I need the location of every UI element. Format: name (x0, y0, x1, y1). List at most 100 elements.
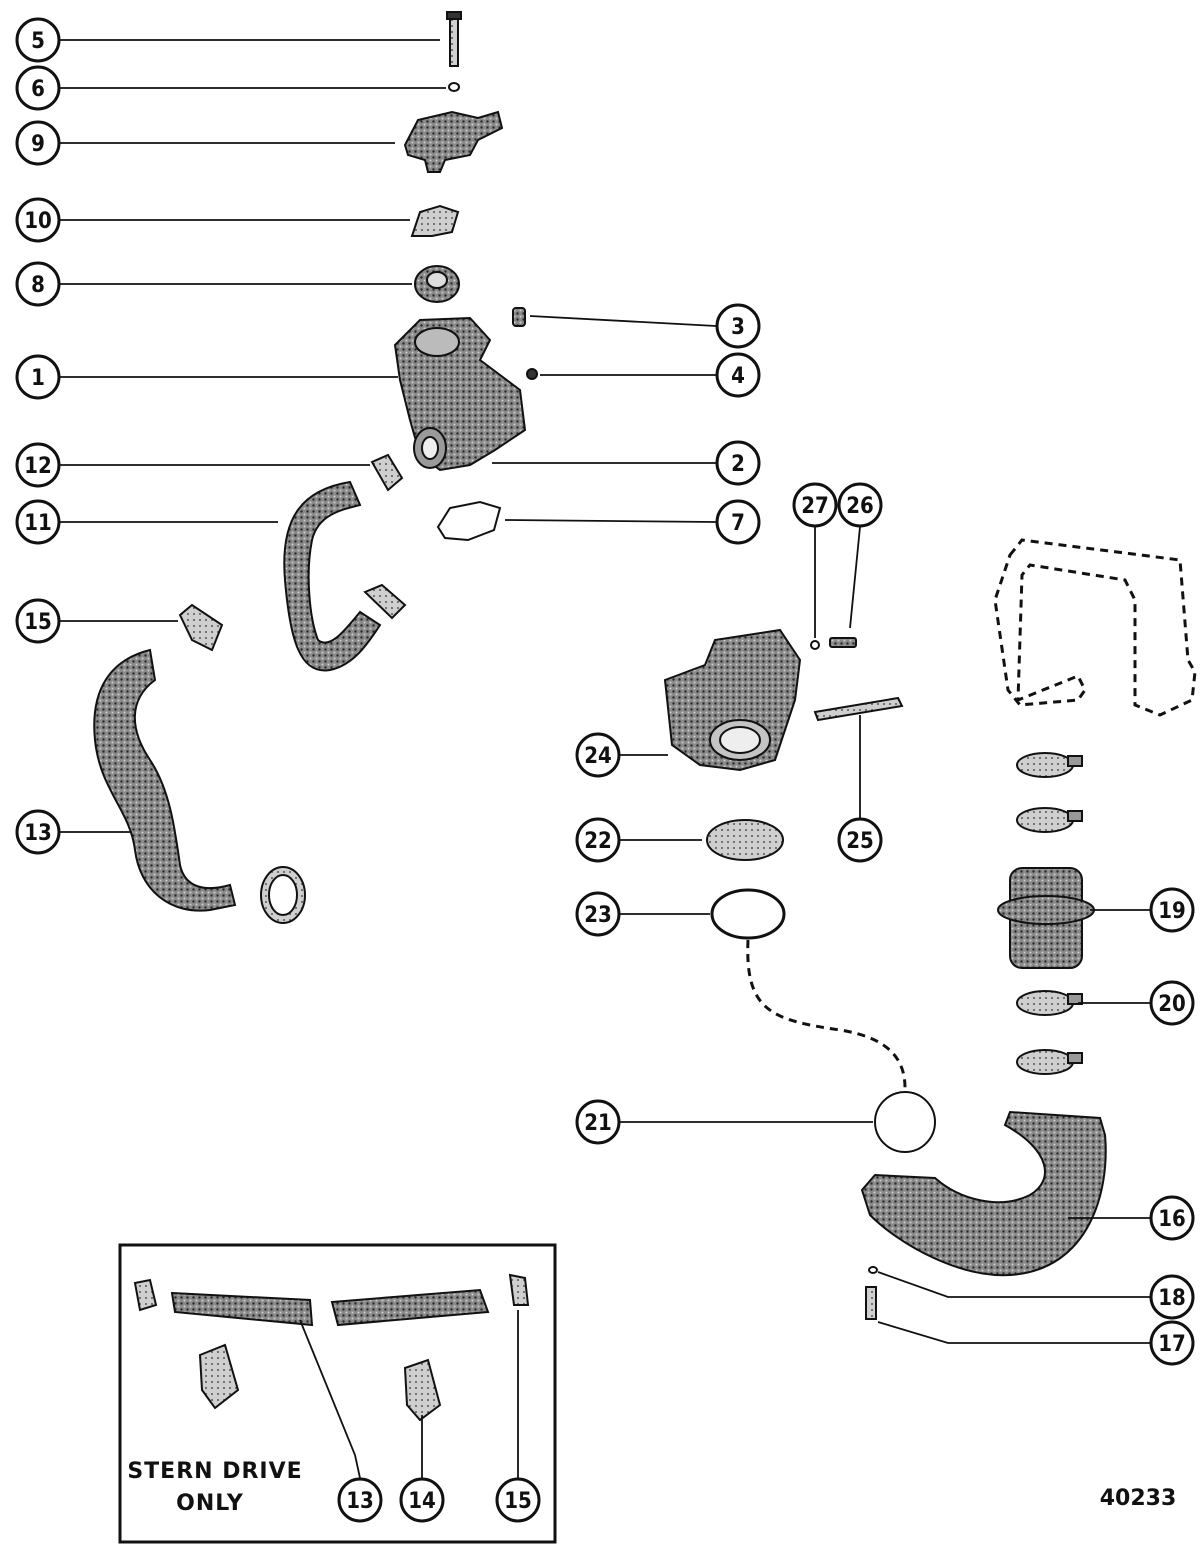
callout-label: 25 (846, 829, 874, 854)
callout-circle (1149, 887, 1195, 933)
callout-19: 19 (1149, 887, 1195, 933)
part-23-21-dashed-lead (746, 939, 907, 1089)
callout-circle (15, 354, 61, 400)
part-7-gasket (436, 500, 502, 542)
leader-line-7 (504, 519, 717, 523)
callout-27: 27 (792, 482, 838, 528)
callout-label: 10 (24, 209, 52, 234)
callout-circle (15, 809, 61, 855)
part-8-thermostat (414, 265, 460, 303)
part-clamp-right-1 (1016, 752, 1083, 778)
callout-label: 15 (24, 610, 52, 635)
callout-7: 7 (715, 499, 761, 545)
part-23-gasket (710, 888, 786, 940)
part-clamp-right-4 (1016, 1049, 1083, 1075)
part-15-hose-clamp (178, 603, 224, 652)
callout-circle (715, 440, 761, 486)
part-6-washer (448, 82, 460, 92)
callout-circle (15, 120, 61, 166)
callout-4: 4 (715, 352, 761, 398)
callout-circle (575, 1099, 621, 1145)
callout-14: 14 (399, 1477, 445, 1523)
callout-5: 5 (15, 17, 61, 63)
callout-circle (792, 482, 838, 528)
part-19-bellows (997, 867, 1095, 969)
callout-17: 17 (1149, 1320, 1195, 1366)
callout-circle (15, 598, 61, 644)
callout-20: 20 (1149, 980, 1195, 1026)
part-5-bolt (446, 11, 462, 67)
callout-label: 22 (584, 829, 612, 854)
callout-label: 18 (1158, 1286, 1186, 1311)
callout-label: 11 (24, 511, 52, 536)
callout-label: 15 (504, 1489, 532, 1514)
part-10-gasket (410, 204, 460, 237)
part-26-bolt (829, 637, 857, 648)
callout-label: 14 (408, 1489, 436, 1514)
inset-box (118, 1243, 557, 1544)
part-25-stud (813, 696, 904, 722)
callout-6: 6 (15, 65, 61, 111)
part-9-housing-cover (403, 110, 504, 173)
callout-circle (15, 197, 61, 243)
leader-lines (60, 39, 1150, 1479)
callout-3: 3 (715, 303, 761, 349)
callout-8: 8 (15, 261, 61, 307)
callout-circle (575, 891, 621, 937)
part-27-washer (810, 640, 820, 650)
part-4-nut (526, 368, 538, 380)
part-17-bolt (865, 1286, 877, 1320)
callout-label: 12 (24, 454, 52, 479)
callout-1: 1 (15, 354, 61, 400)
part-3-plug (512, 307, 526, 327)
dashed-outline-engine (993, 538, 1197, 717)
callout-label: 5 (31, 29, 45, 54)
callout-label: 4 (731, 364, 745, 389)
callout-label: 1 (31, 366, 45, 391)
callout-circle (15, 65, 61, 111)
callout-label: 6 (31, 77, 45, 102)
part-12-hose-clamp (370, 453, 404, 492)
part-clamp-right-2 (1016, 807, 1083, 833)
part-20-hose-clamp (1016, 990, 1083, 1016)
callout-circle (15, 499, 61, 545)
part-11-clamp-lower (363, 583, 407, 620)
callout-15: 15 (15, 598, 61, 644)
callout-24: 24 (575, 732, 621, 778)
inset-label-line-1: STERN DRIVE (127, 1459, 302, 1484)
callout-circle (399, 1477, 445, 1523)
callout-23: 23 (575, 891, 621, 937)
callout-label: 3 (731, 315, 745, 340)
part-16-exhaust-pipe (860, 1110, 1107, 1277)
leader-line-17 (877, 1321, 1150, 1344)
callout-12: 12 (15, 442, 61, 488)
callout-circle (15, 261, 61, 307)
callout-label: 9 (31, 132, 45, 157)
part-21-gasket (874, 1091, 936, 1153)
callout-10: 10 (15, 197, 61, 243)
part-11-hose (283, 480, 382, 672)
callout-circle (337, 1477, 383, 1523)
callout-label: 23 (584, 903, 612, 928)
callout-26: 26 (837, 482, 883, 528)
callout-circle (15, 17, 61, 63)
callout-circle (575, 732, 621, 778)
inset-parts (133, 1273, 530, 1422)
part-22-flapper (706, 819, 784, 861)
callout-label: 8 (31, 273, 45, 298)
callout-circle (1149, 1195, 1195, 1241)
callout-circle (715, 303, 761, 349)
callout-circle (1149, 1320, 1195, 1366)
leader-line-3 (529, 315, 717, 327)
callout-circle (15, 442, 61, 488)
callout-circle (575, 817, 621, 863)
callout-21: 21 (575, 1099, 621, 1145)
callout-15: 15 (495, 1477, 541, 1523)
part-18-washer (868, 1266, 878, 1274)
figure-number: 40233 (1100, 1486, 1177, 1511)
callout-9: 9 (15, 120, 61, 166)
callout-2: 2 (715, 440, 761, 486)
callout-label: 13 (24, 821, 52, 846)
